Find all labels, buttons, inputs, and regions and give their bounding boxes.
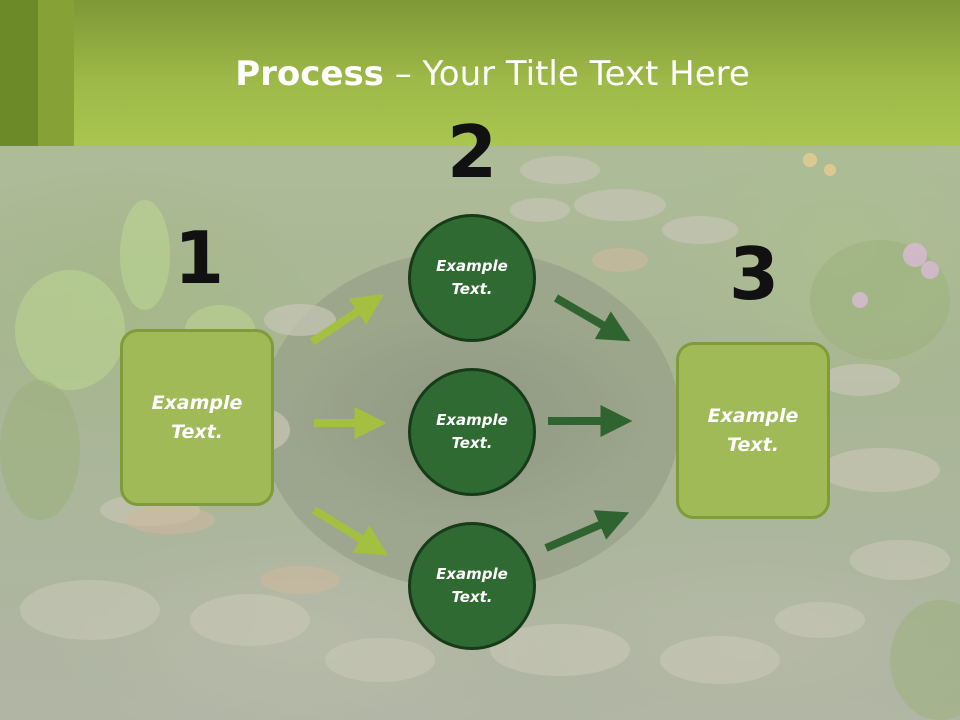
step-2-circle-bottom-text: Example Text.	[436, 565, 508, 606]
slide-title[interactable]: Process – Your Title Text Here	[0, 52, 960, 96]
step-1-text: Example Text.	[151, 391, 243, 443]
step-2-circle-bottom[interactable]: Example Text.	[408, 522, 536, 650]
step-number-3: 3	[728, 232, 780, 316]
step-3-box[interactable]: Example Text.	[676, 342, 830, 519]
header-accent-dark	[0, 0, 38, 146]
step-3-text: Example Text.	[707, 404, 799, 456]
header-accent-mid	[38, 0, 74, 146]
arrow-1-to-2a	[309, 294, 384, 346]
arrow-1-to-2c	[311, 506, 389, 556]
step-2-circle-top-text: Example Text.	[436, 257, 508, 298]
step-2-circle-middle[interactable]: Example Text.	[408, 368, 536, 496]
step-number-1: 1	[173, 216, 225, 300]
step-2-circle-middle-text: Example Text.	[436, 411, 508, 452]
step-1-box[interactable]: Example Text.	[120, 329, 274, 506]
step-2-circle-top[interactable]: Example Text.	[408, 214, 536, 342]
title-header-band: Process – Your Title Text Here	[0, 0, 960, 146]
arrow-2c-to-3	[544, 510, 630, 552]
slide-title-rest: – Your Title Text Here	[383, 54, 750, 94]
arrow-2a-to-3	[553, 294, 631, 342]
slide-title-bold: Process	[235, 54, 384, 94]
step-number-2: 2	[446, 110, 498, 194]
